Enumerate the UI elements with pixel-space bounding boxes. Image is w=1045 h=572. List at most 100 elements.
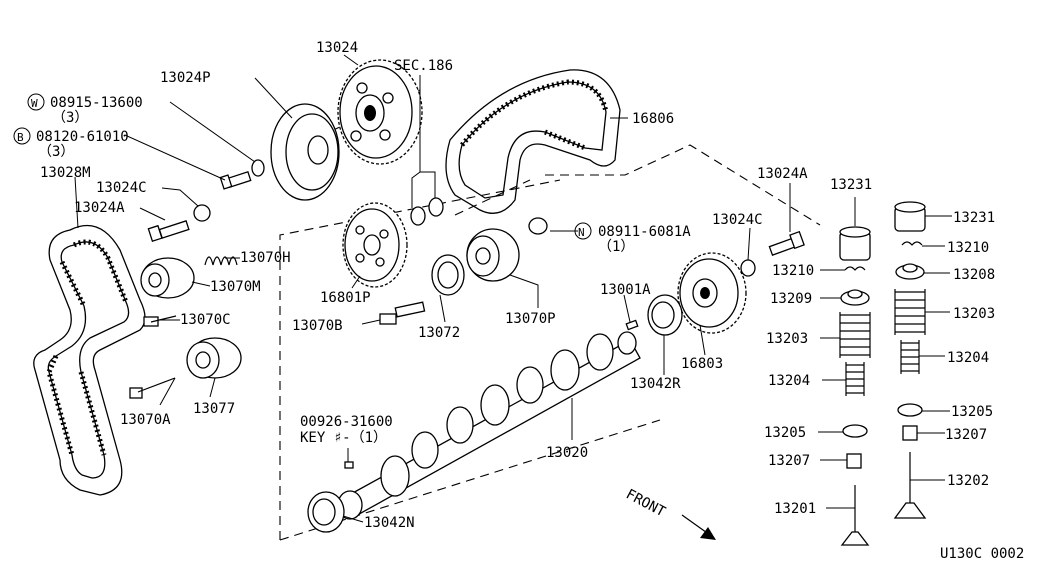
label-13024a-right: 13024A <box>757 166 808 182</box>
lifter-13231-left <box>839 226 871 261</box>
w-symbol: W <box>31 97 38 110</box>
n-symbol: N <box>578 226 585 239</box>
sprocket-plate-13024p <box>270 103 340 201</box>
camshaft-sprocket-16803 <box>677 252 747 334</box>
spring-13204-left <box>845 362 865 396</box>
b-symbol: B <box>17 131 24 144</box>
label-13070p: 13070P <box>505 311 556 327</box>
label-13024c-right: 13024C <box>712 212 763 228</box>
label-13210-left: 13210 <box>772 263 814 279</box>
seal-13207-right <box>902 425 918 441</box>
label-sec186: SEC.186 <box>394 58 453 74</box>
label-13024p: 13024P <box>160 70 211 86</box>
label-13207-right: 13207 <box>945 427 987 443</box>
label-08911-qty: （1） <box>598 239 634 255</box>
reference-frame-top <box>545 144 821 226</box>
lifter-13231-right <box>894 201 926 232</box>
washer-13024c-left <box>193 204 211 222</box>
camshaft-13020 <box>337 331 641 520</box>
label-13204-left: 13204 <box>768 373 810 389</box>
label-13231-right: 13231 <box>953 210 995 226</box>
label-08120-61010: 08120-61010 <box>36 129 129 145</box>
bolt-08120 <box>219 171 252 190</box>
spring-13072 <box>431 254 465 296</box>
label-13204-right: 13204 <box>947 350 989 366</box>
seal-13207-left <box>846 453 862 469</box>
label-16806: 16806 <box>632 111 674 127</box>
camshaft-sprocket-13024 <box>337 59 423 165</box>
label-13072: 13072 <box>418 325 460 341</box>
bolt-13024a-right <box>768 230 805 256</box>
stud-13070b <box>379 301 426 325</box>
label-13201: 13201 <box>774 501 816 517</box>
label-13203-right: 13203 <box>953 306 995 322</box>
collet-13210-left <box>844 266 866 271</box>
label-13042r: 13042R <box>630 376 681 392</box>
dowel-pin-13001a <box>625 319 639 331</box>
label-08915-qty: （3） <box>52 110 88 126</box>
label-13070a: 13070A <box>120 412 171 428</box>
timing-belt-13028m <box>33 224 146 496</box>
label-13042n: 13042N <box>364 515 415 531</box>
label-13209: 13209 <box>770 291 812 307</box>
label-13070m: 13070M <box>210 279 261 295</box>
washer-08915 <box>251 159 265 177</box>
n-symbol-circle <box>574 222 592 240</box>
label-13070c: 13070C <box>180 312 231 328</box>
leader-lines <box>74 54 952 523</box>
sec186-washer-a <box>410 206 426 226</box>
label-08120-qty: （3） <box>38 144 74 160</box>
label-13077: 13077 <box>193 401 235 417</box>
tensioner-pulley-13070m <box>140 257 195 299</box>
valve-13202 <box>893 452 927 519</box>
belt-ref-line <box>454 179 531 216</box>
reference-frame-left <box>279 179 561 540</box>
label-16803: 16803 <box>681 356 723 372</box>
sec186-washer-b <box>428 197 444 217</box>
label-16801p: 16801P <box>320 290 371 306</box>
retainer-13209 <box>840 289 870 306</box>
label-key-part: 00926-31600 <box>300 414 393 430</box>
pulley-13070p <box>466 228 520 282</box>
spring-13203-left <box>839 312 871 358</box>
label-13202: 13202 <box>947 473 989 489</box>
label-13028m: 13028M <box>40 165 91 181</box>
label-13231-left: 13231 <box>830 177 872 193</box>
spring-13204-right <box>900 340 920 374</box>
spring-13203-right <box>894 289 926 335</box>
bolt-13070a <box>129 377 176 399</box>
retainer-13208 <box>895 263 925 280</box>
label-13001a: 13001A <box>600 282 651 298</box>
nut-08911 <box>528 217 548 235</box>
reference-frame-bottom <box>279 419 661 541</box>
oil-seal-13042n <box>307 491 345 533</box>
label-13020: 13020 <box>546 445 588 461</box>
oil-seal-13042r <box>647 294 683 336</box>
label-13205-left: 13205 <box>764 425 806 441</box>
seat-13205-left <box>842 424 868 438</box>
label-08911-6081a: 08911-6081A <box>598 224 691 240</box>
label-13210-right: 13210 <box>947 240 989 256</box>
label-08915-13600: 08915-13600 <box>50 95 143 111</box>
bolt-13070c <box>143 315 177 327</box>
label-13070b: 13070B <box>292 318 343 334</box>
label-13205-right: 13205 <box>951 404 993 420</box>
collet-13210-right <box>901 241 923 246</box>
diagram-code: U130C 0002 <box>940 546 1024 562</box>
label-13024c-left: 13024C <box>96 180 147 196</box>
washer-13024c-right <box>740 259 756 277</box>
label-13024: 13024 <box>316 40 358 56</box>
label-13208: 13208 <box>953 267 995 283</box>
idler-pulley-13077 <box>186 337 242 379</box>
label-13070h: 13070H <box>240 250 291 266</box>
label-13203-left: 13203 <box>766 331 808 347</box>
valve-13201 <box>840 485 870 546</box>
seat-13205-right <box>897 403 923 417</box>
label-13207-left: 13207 <box>768 453 810 469</box>
crank-sprocket-16801p <box>342 202 408 288</box>
woodruff-key <box>344 461 354 469</box>
bolt-13024a-left <box>147 220 190 243</box>
front-arrow <box>681 514 716 540</box>
w-symbol-circle <box>27 93 45 111</box>
